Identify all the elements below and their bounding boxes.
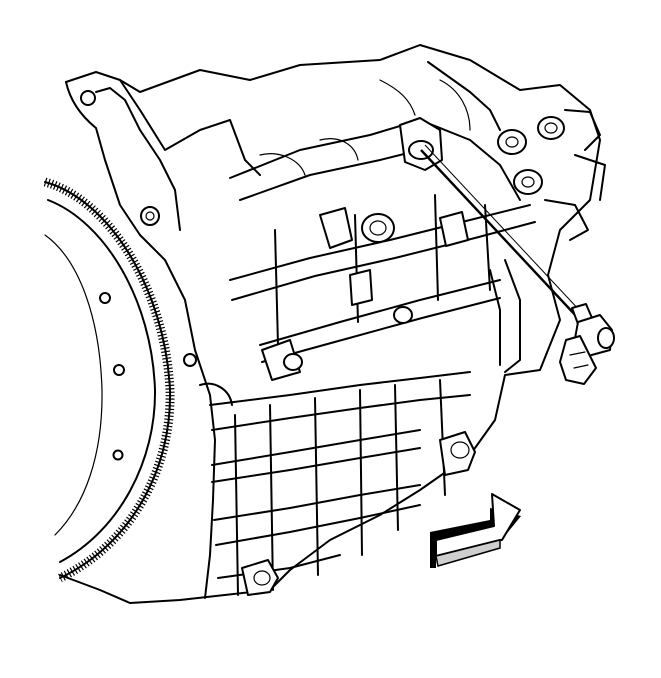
oil-pan bbox=[209, 371, 476, 596]
block-bolt-boss bbox=[183, 353, 197, 367]
block-bolt-boss bbox=[140, 206, 160, 226]
direction-arrow bbox=[430, 493, 521, 568]
flywheel-bolt-hole bbox=[112, 449, 124, 461]
block-bolt-boss bbox=[80, 90, 96, 106]
front-cover-bosses bbox=[497, 109, 606, 241]
knock-sensor-connector bbox=[559, 335, 597, 385]
flywheel-bolt-hole bbox=[113, 364, 125, 376]
knock-sensor-stud bbox=[420, 149, 579, 319]
engine-block bbox=[59, 44, 606, 604]
knock-sensor bbox=[420, 144, 615, 385]
oil-gallery-plug bbox=[361, 213, 395, 243]
flywheel bbox=[43, 177, 175, 583]
flywheel-bolt-hole bbox=[99, 292, 111, 304]
flywheel-ring-gear bbox=[43, 177, 175, 583]
